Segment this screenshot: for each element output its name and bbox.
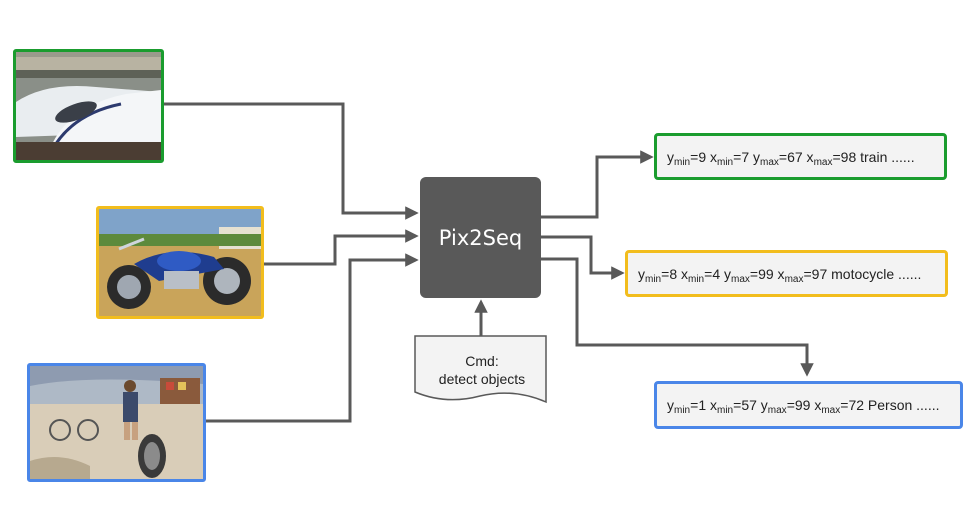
person-ymin: 1	[698, 397, 707, 413]
arrow-model-to-motorcycle-output	[541, 235, 625, 280]
train-class: train ......	[860, 148, 915, 165]
arrow-person-to-model	[205, 253, 419, 423]
person-bicycle-picture	[30, 366, 203, 479]
person-ymax: 99	[794, 397, 811, 413]
command-text: Cmd: detect objects	[418, 352, 546, 388]
person-xmin: 57	[741, 397, 757, 413]
motorcycle-ymin: 8	[669, 265, 678, 282]
arrow-model-to-train-output	[541, 150, 654, 219]
command-label: Cmd:	[465, 353, 499, 369]
motorcycle-xmax: 97	[811, 265, 828, 282]
train-xmax: 98	[840, 148, 857, 165]
train-image	[13, 49, 164, 163]
person-bicycle-image	[27, 363, 206, 482]
output-motorcycle: ymin=8 xmin=4 ymax=99 xmax=97 motocycle …	[625, 250, 948, 297]
train-ymax: 67	[787, 148, 803, 165]
output-person: ymin=1 xmin=57 ymax=99 xmax=72 Person ..…	[654, 381, 963, 429]
motorcycle-picture	[99, 209, 261, 316]
motorcycle-xmin: 4	[712, 265, 721, 282]
arrow-motorcycle-to-model	[263, 229, 419, 266]
motorcycle-ymax: 99	[758, 265, 774, 282]
arrow-train-to-model	[162, 102, 419, 220]
output-train: ymin=9 xmin=7 ymax=67 xmax=98 train ....…	[654, 133, 947, 180]
command-document-shape	[414, 335, 547, 404]
motorcycle-image	[96, 206, 264, 319]
train-xmin: 7	[741, 148, 750, 165]
person-class: Person ......	[867, 397, 940, 413]
person-xmax: 72	[848, 397, 865, 413]
arrow-model-to-person-output	[541, 257, 814, 377]
train-ymin: 9	[698, 148, 707, 165]
model-label: Pix2Seq	[438, 225, 523, 250]
pix2seq-model-box: Pix2Seq	[420, 177, 541, 298]
motorcycle-class: motocycle ......	[831, 265, 922, 282]
command-value: detect objects	[438, 371, 526, 387]
train-picture	[16, 52, 161, 160]
